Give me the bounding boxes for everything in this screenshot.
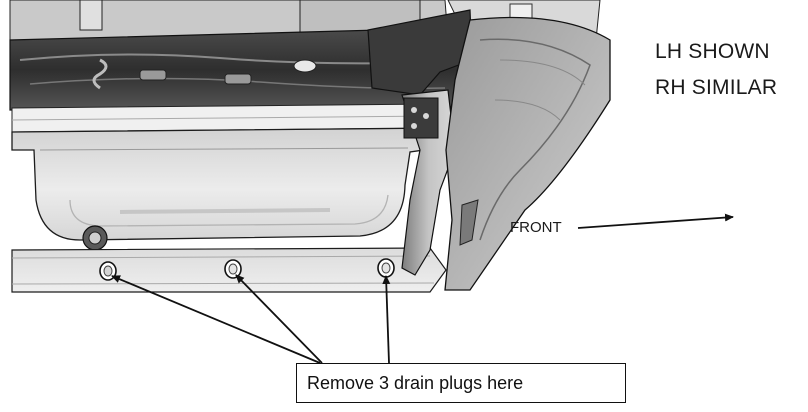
front-direction-arrow — [577, 213, 734, 229]
upper-rail — [11, 103, 443, 133]
lh-shown-note: LH SHOWN — [655, 40, 770, 63]
drain-plug-callout: Remove 3 drain plugs here — [296, 363, 626, 403]
floor-cross-member — [9, 9, 473, 111]
rocker-sill — [11, 247, 447, 293]
callout-text: Remove 3 drain plugs here — [307, 373, 524, 393]
rh-similar-note: RH SIMILAR — [655, 76, 778, 99]
door-pillar — [401, 89, 456, 276]
front-direction-label: FRONT — [510, 219, 562, 236]
floor-pan-tub — [11, 127, 441, 251]
callout-leader-lines — [111, 274, 391, 364]
wheel-arch — [444, 16, 611, 291]
